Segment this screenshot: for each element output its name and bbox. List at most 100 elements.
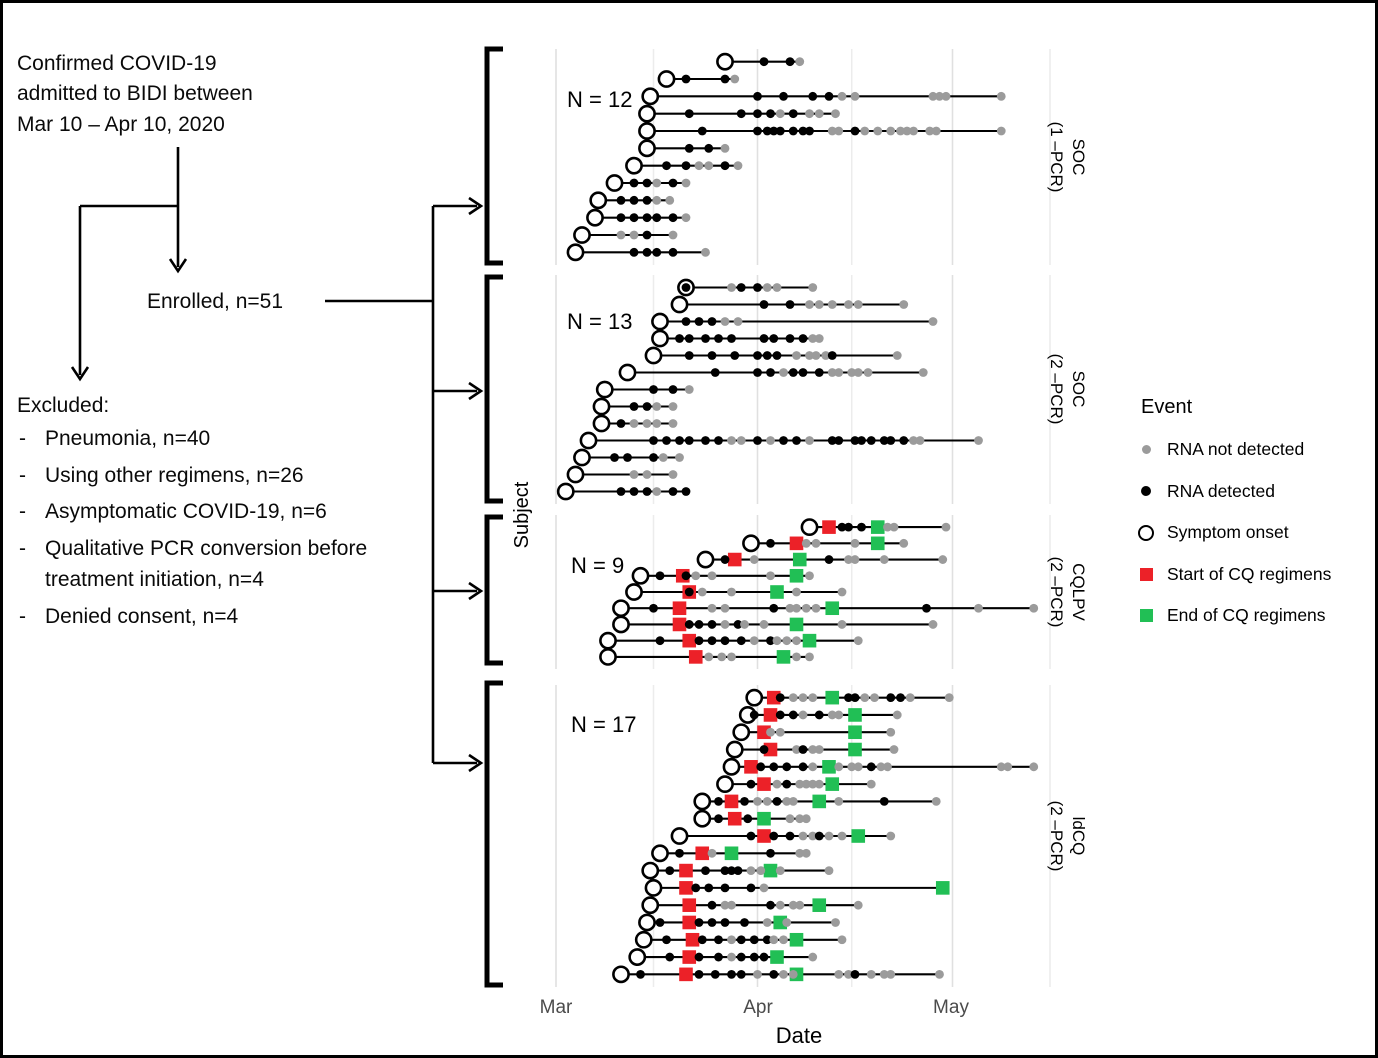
cq-start-marker [682,633,697,648]
rna-detected-marker [769,334,779,343]
cq-start-marker [763,742,778,757]
rna-not-detected-marker [837,91,847,101]
rna-not-detected-marker [795,848,805,858]
rna-not-detected-marker [772,283,782,292]
subject-timeline [566,465,678,484]
rna-not-detected-marker [866,779,876,789]
rna-not-detected-marker [668,230,678,240]
rna-detected-marker [736,636,746,646]
rna-not-detected-marker [694,161,704,171]
subject-timeline [651,312,938,331]
rna-not-detected-marker [749,636,759,646]
subject-timeline [670,295,909,314]
subject-timeline [612,599,1039,618]
subject-timeline [628,948,818,966]
rna-detected-marker [785,334,795,343]
rna-detected-marker [668,385,678,394]
cq-start-marker [685,932,700,947]
subject-timeline [644,878,950,897]
rna-detected-marker [655,636,665,646]
rna-not-detected-marker [834,710,844,720]
rna-not-detected-marker [746,866,756,875]
rna-detected-marker [746,831,756,841]
rna-detected-marker [886,693,896,703]
facet-strip-text: ldCQ [1069,816,1089,856]
subject-timeline [657,70,740,88]
rna-not-detected-marker [944,693,954,703]
symptom-onset-marker [638,122,656,140]
rna-not-detected-marker [795,57,805,67]
excluded-item: Asymptomatic COVID-19, n=6 [17,496,385,528]
rna-not-detected-marker [652,402,662,411]
rna-detected-marker [792,436,801,445]
rna-not-detected-marker [811,538,821,548]
symptom-onset-marker [644,878,663,897]
open-circle-icon [1131,524,1161,541]
symptom-onset-marker [612,615,630,634]
rna-not-detected-marker [785,603,795,613]
rna-not-detected-marker [769,935,779,945]
rna-detected-marker [866,762,876,772]
rna-detected-marker [879,797,889,806]
rna-not-detected-marker [827,126,837,136]
rna-not-detected-marker [886,727,896,737]
rna-not-detected-marker [616,230,626,240]
rna-detected-marker [694,918,704,927]
symptom-onset-marker [612,965,630,984]
subject-timeline [618,363,928,382]
arrow-down-icon [168,258,188,274]
rna-not-detected-marker [886,126,896,136]
rna-not-detected-marker [779,969,788,979]
rna-not-detected-marker [788,693,798,703]
rna-not-detected-marker [681,213,691,223]
rna-detected-marker [642,402,652,411]
rna-detected-marker [610,453,619,462]
rna-detected-marker [720,161,730,171]
rna-detected-marker [850,693,860,703]
subject-timeline [589,191,675,210]
rna-not-detected-marker [788,797,798,806]
rna-not-detected-marker [886,969,896,979]
symptom-onset-marker [670,827,689,845]
rna-not-detected-marker [740,620,749,629]
rna-not-detected-marker [814,109,824,119]
subject-timeline [595,380,694,399]
rna-not-detected-marker [808,283,818,292]
rna-detected-marker [736,952,746,962]
subject-timeline [716,775,876,794]
rna-not-detected-marker [775,727,785,737]
rna-not-detected-marker [824,831,834,841]
rna-not-detected-marker [727,283,736,292]
rna-detected-marker [642,487,652,496]
subject-timeline [725,740,899,759]
cq-start-marker [695,846,710,861]
rna-detected-marker [857,436,866,445]
rna-not-detected-marker [675,453,684,462]
panel-soc2 [556,278,983,501]
panel-count-ldcq: N = 17 [571,712,637,737]
rna-detected-marker [798,334,808,343]
rna-not-detected-marker [834,762,844,772]
subject-timeline [573,448,684,467]
rna-not-detected-marker [883,522,892,532]
subject-timeline [612,965,944,984]
rna-detected-marker [675,334,684,343]
rna-not-detected-marker [801,814,811,824]
rna-not-detected-marker [1003,762,1013,772]
rna-not-detected-marker [759,620,769,629]
rna-detected-marker [662,436,671,445]
rna-detected-marker [714,334,723,343]
rna-detected-marker [779,91,788,101]
cq-end-marker [848,742,862,757]
cq-start-marker [682,898,697,912]
cq-start-marker [679,863,693,878]
symptom-onset-marker [599,647,617,666]
rna-detected-marker [857,522,866,532]
rna-not-detected-marker [707,603,717,613]
rna-detected-marker [642,178,652,188]
rna-detected-marker [769,603,779,613]
rna-detected-marker [707,351,717,360]
rna-detected-marker [730,351,740,360]
rna-not-detected-marker [720,620,730,629]
rna-detected-marker [665,952,675,962]
